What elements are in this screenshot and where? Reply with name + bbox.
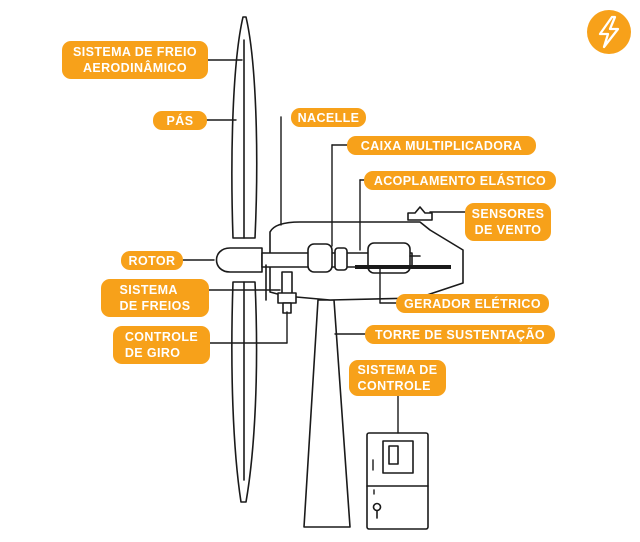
label-line: CONTROLE [357, 379, 431, 393]
label-gerador-eletrico: GERADOR ELÉTRICO [396, 294, 549, 313]
label-text: TORRE DE SUSTENTAÇÃO [374, 327, 546, 342]
label-line: SISTEMA DE FREIO [72, 45, 197, 59]
label-torre-de-sustentacao: TORRE DE SUSTENTAÇÃO [365, 325, 555, 344]
label-rotor: ROTOR [121, 251, 183, 270]
label-text: ACOPLAMENTO ELÁSTICO [373, 173, 547, 188]
gearbox-shape [307, 243, 333, 273]
leader-lines [182, 59, 466, 434]
label-sistema-de-freios: SISTEMA DE FREIOS [101, 279, 209, 317]
label-text: PÁS [166, 113, 194, 128]
label-line: SISTEMA DE [357, 363, 438, 377]
rotor-hub [215, 247, 263, 273]
label-acoplamento-elastico: ACOPLAMENTO ELÁSTICO [364, 171, 556, 190]
label-text: ROTOR [128, 253, 176, 268]
label-line: DE VENTO [474, 223, 542, 237]
label-pas: PÁS [153, 111, 207, 130]
label-line: AERODINÂMICO [82, 61, 188, 75]
label-text: CAIXA MULTIPLICADORA [360, 138, 523, 153]
label-line: SISTEMA [119, 283, 178, 297]
label-sistema-de-controle: SISTEMA DE CONTROLE [349, 360, 446, 396]
label-controle-de-giro: CONTROLE DE GIRO [113, 326, 210, 364]
label-caixa-multiplicadora: CAIXA MULTIPLICADORA [347, 136, 536, 155]
lightning-bolt-icon [598, 15, 620, 49]
label-text: NACELLE [297, 110, 360, 125]
wind-sensor-shape [407, 206, 433, 221]
label-line: DE GIRO [124, 346, 181, 360]
label-nacelle: NACELLE [291, 108, 366, 127]
label-sistema-freio-aerodinamico: SISTEMA DE FREIO AERODINÂMICO [62, 41, 208, 79]
label-sensores-de-vento: SENSORES DE VENTO [465, 203, 551, 241]
label-line: DE FREIOS [119, 299, 191, 313]
label-text: GERADOR ELÉTRICO [404, 296, 541, 311]
label-line: CONTROLE [124, 330, 199, 344]
brand-badge [587, 10, 631, 54]
label-line: SENSORES [471, 207, 545, 221]
